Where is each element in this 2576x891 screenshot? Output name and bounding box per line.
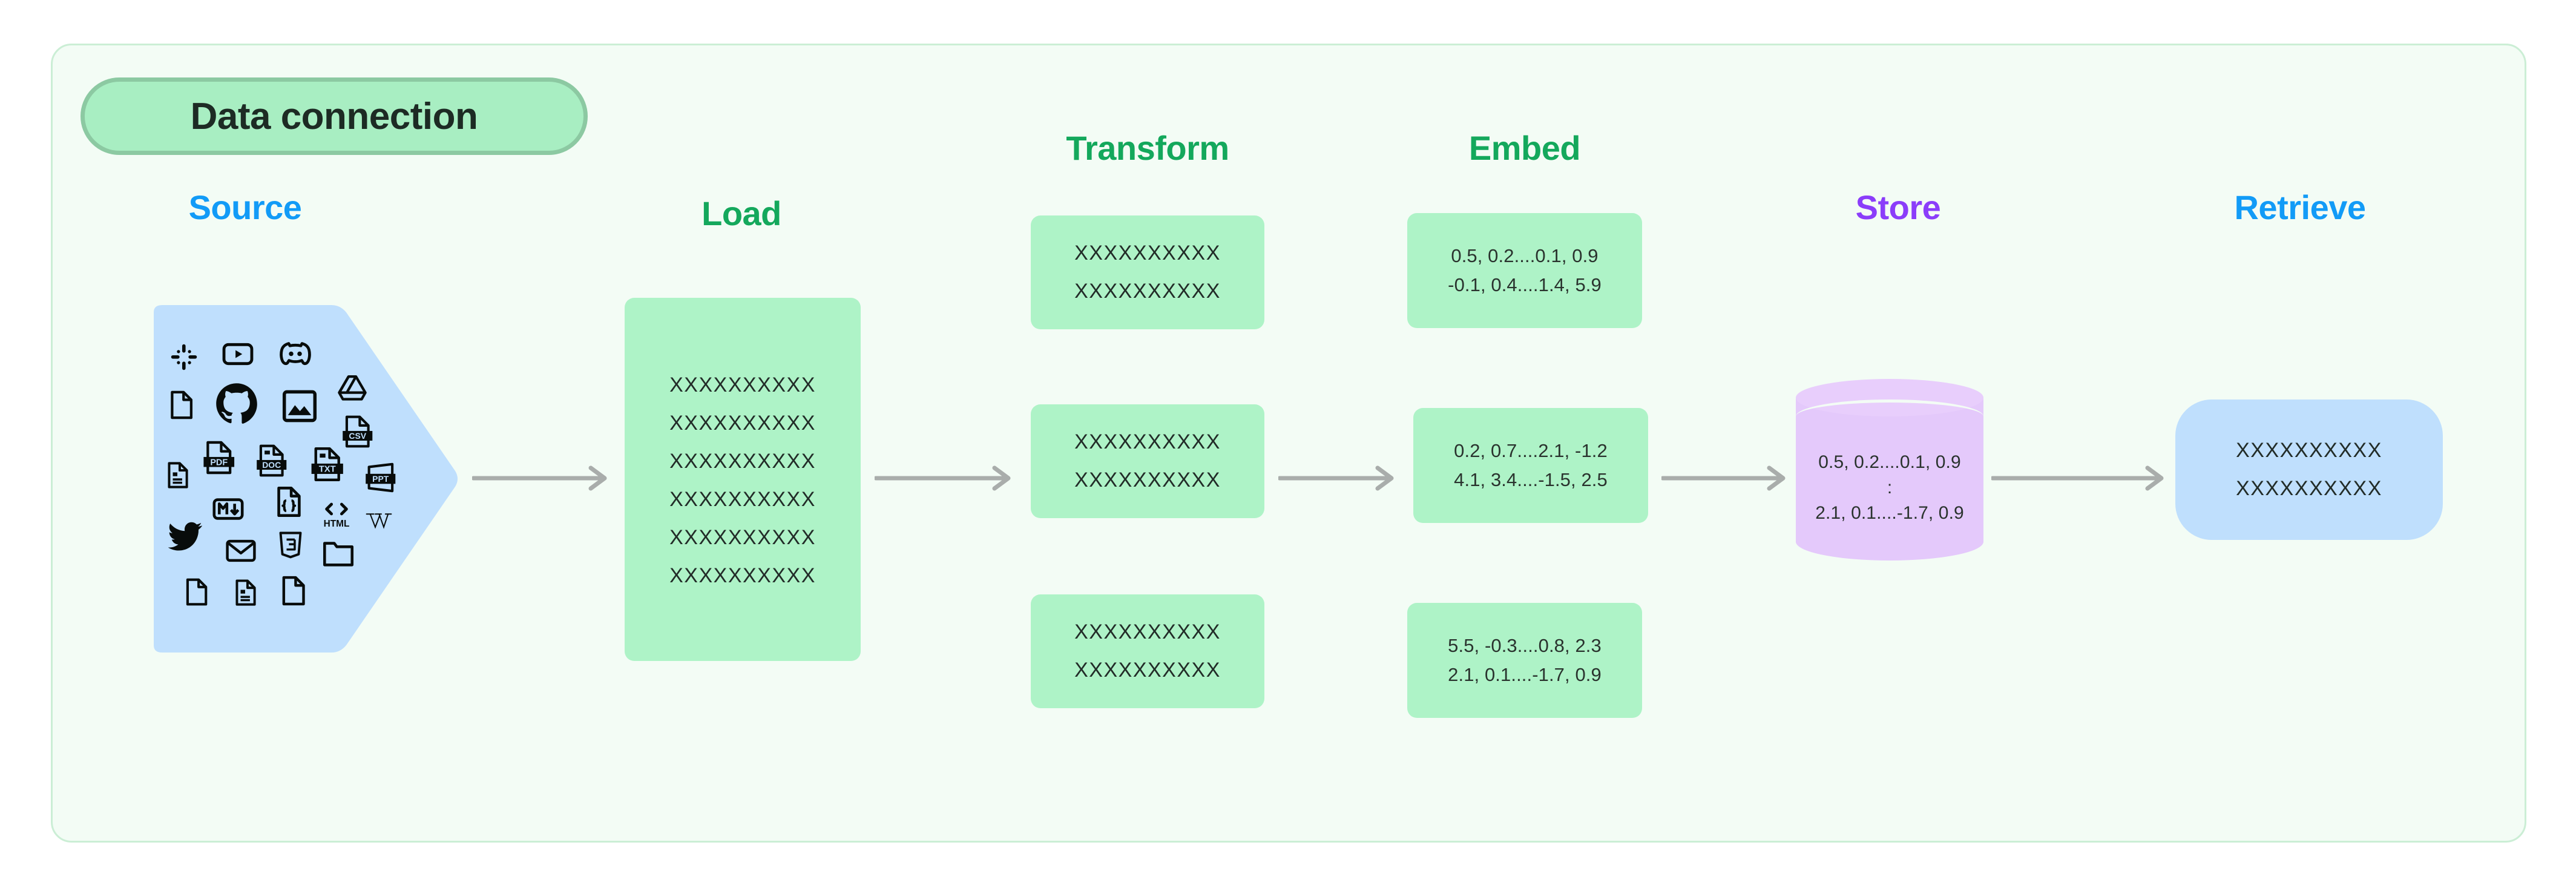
embed-vector-line: 5.5, -0.3....0.8, 2.3 <box>1448 634 1602 656</box>
transform-line: XXXXXXXXXX <box>1074 620 1221 644</box>
heading-embed: Embed <box>1468 129 1581 167</box>
load-line: XXXXXXXXXX <box>669 525 816 549</box>
transform-line: XXXXXXXXXX <box>1074 430 1221 454</box>
load-line: XXXXXXXXXX <box>669 412 816 435</box>
embed-box[interactable]: 0.2, 0.7....2.1, -1.2 4.1, 3.4....-1.5, … <box>1413 408 1648 523</box>
file-lines2-icon <box>230 577 260 608</box>
svg-text:PDF: PDF <box>210 458 228 467</box>
load-line: XXXXXXXXXX <box>669 373 816 397</box>
svg-text:HTML: HTML <box>324 519 350 529</box>
twitter-icon <box>168 517 205 553</box>
folder-icon <box>321 535 356 570</box>
txt-file-icon: TXT <box>307 444 347 484</box>
arrow-embed-to-store <box>1661 460 1790 496</box>
retrieve-line: XXXXXXXXXX <box>2236 477 2382 500</box>
store-database-cylinder[interactable] <box>1796 379 1983 561</box>
load-line: XXXXXXXXXX <box>669 488 816 511</box>
arrow-source-to-load <box>472 460 611 496</box>
embed-box[interactable]: 5.5, -0.3....0.8, 2.3 2.1, 0.1....-1.7, … <box>1407 603 1642 718</box>
file-blank-icon <box>165 389 197 421</box>
embed-vector-line: 0.2, 0.7....2.1, -1.2 <box>1454 439 1608 461</box>
data-connection-badge-label: Data connection <box>190 95 478 137</box>
heading-transform: Transform <box>1066 129 1229 167</box>
load-box[interactable]: XXXXXXXXXX XXXXXXXXXX XXXXXXXXXX XXXXXXX… <box>625 298 861 661</box>
heading-load: Load <box>702 194 781 232</box>
data-connection-badge[interactable]: Data connection <box>80 77 588 155</box>
store-vector-text: 0.5, 0.2....0.1, 0.9 : 2.1, 0.1....-1.7,… <box>1796 448 1983 528</box>
discord-icon <box>277 335 314 372</box>
ppt-file-icon: PPT <box>362 459 399 496</box>
image-icon <box>280 386 320 426</box>
transform-line: XXXXXXXXXX <box>1074 280 1221 303</box>
svg-text:CSV: CSV <box>349 431 366 441</box>
email-icon <box>224 534 258 568</box>
wikipedia-icon <box>364 505 393 534</box>
google-drive-icon <box>336 372 369 404</box>
store-vector-line: 0.5, 0.2....0.1, 0.9 <box>1818 452 1961 472</box>
heading-source: Source <box>188 188 302 226</box>
heading-store: Store <box>1855 188 1941 226</box>
arrow-load-to-transform <box>875 460 1015 496</box>
svg-text:TXT: TXT <box>319 465 336 475</box>
csv-file-icon: CSV <box>339 413 376 450</box>
transform-box[interactable]: XXXXXXXXXX XXXXXXXXXX <box>1031 594 1264 708</box>
transform-box[interactable]: XXXXXXXXXX XXXXXXXXXX <box>1031 215 1264 329</box>
transform-line: XXXXXXXXXX <box>1074 242 1221 265</box>
embed-vector-line: -0.1, 0.4....1.4, 5.9 <box>1448 274 1602 295</box>
cylinder-bottom <box>1796 523 1983 561</box>
embed-vector-line: 4.1, 3.4....-1.5, 2.5 <box>1454 469 1608 490</box>
load-line: XXXXXXXXXX <box>669 564 816 587</box>
html-icon: HTML <box>320 496 353 530</box>
embed-vector-line: 2.1, 0.1....-1.7, 0.9 <box>1448 664 1602 685</box>
arrow-store-to-retrieve <box>1991 460 2168 496</box>
slack-icon <box>168 341 200 373</box>
transform-line: XXXXXXXXXX <box>1074 659 1221 682</box>
transform-box[interactable]: XXXXXXXXXX XXXXXXXXXX <box>1031 404 1264 518</box>
svg-text:PPT: PPT <box>372 474 389 484</box>
pdf-file-icon: PDF <box>200 438 238 477</box>
github-icon <box>213 380 260 427</box>
file-blank2-icon <box>180 576 212 608</box>
cylinder-rim <box>1796 399 1983 433</box>
store-ellipsis: : <box>1887 478 1893 498</box>
retrieve-box[interactable]: XXXXXXXXXX XXXXXXXXXX <box>2175 399 2443 540</box>
retrieve-line: XXXXXXXXXX <box>2236 439 2382 462</box>
file-lines-icon <box>162 460 192 490</box>
store-vector-line: 2.1, 0.1....-1.7, 0.9 <box>1815 503 1964 523</box>
markdown-icon <box>211 492 246 527</box>
file-blank3-icon <box>276 574 310 608</box>
embed-vector-line: 0.5, 0.2....0.1, 0.9 <box>1451 245 1598 266</box>
data-connection-panel <box>51 44 2526 843</box>
youtube-icon <box>220 337 255 372</box>
svg-text:DOC: DOC <box>262 460 281 470</box>
css3-icon <box>275 529 306 561</box>
json-file-icon <box>271 484 306 519</box>
doc-file-icon: DOC <box>253 442 291 479</box>
arrow-transform-to-embed <box>1278 460 1398 496</box>
heading-retrieve: Retrieve <box>2234 188 2366 226</box>
transform-line: XXXXXXXXXX <box>1074 469 1221 492</box>
source-icon-cluster: CSV PDF <box>145 304 460 654</box>
embed-box[interactable]: 0.5, 0.2....0.1, 0.9 -0.1, 0.4....1.4, 5… <box>1407 213 1642 328</box>
load-line: XXXXXXXXXX <box>669 450 816 473</box>
